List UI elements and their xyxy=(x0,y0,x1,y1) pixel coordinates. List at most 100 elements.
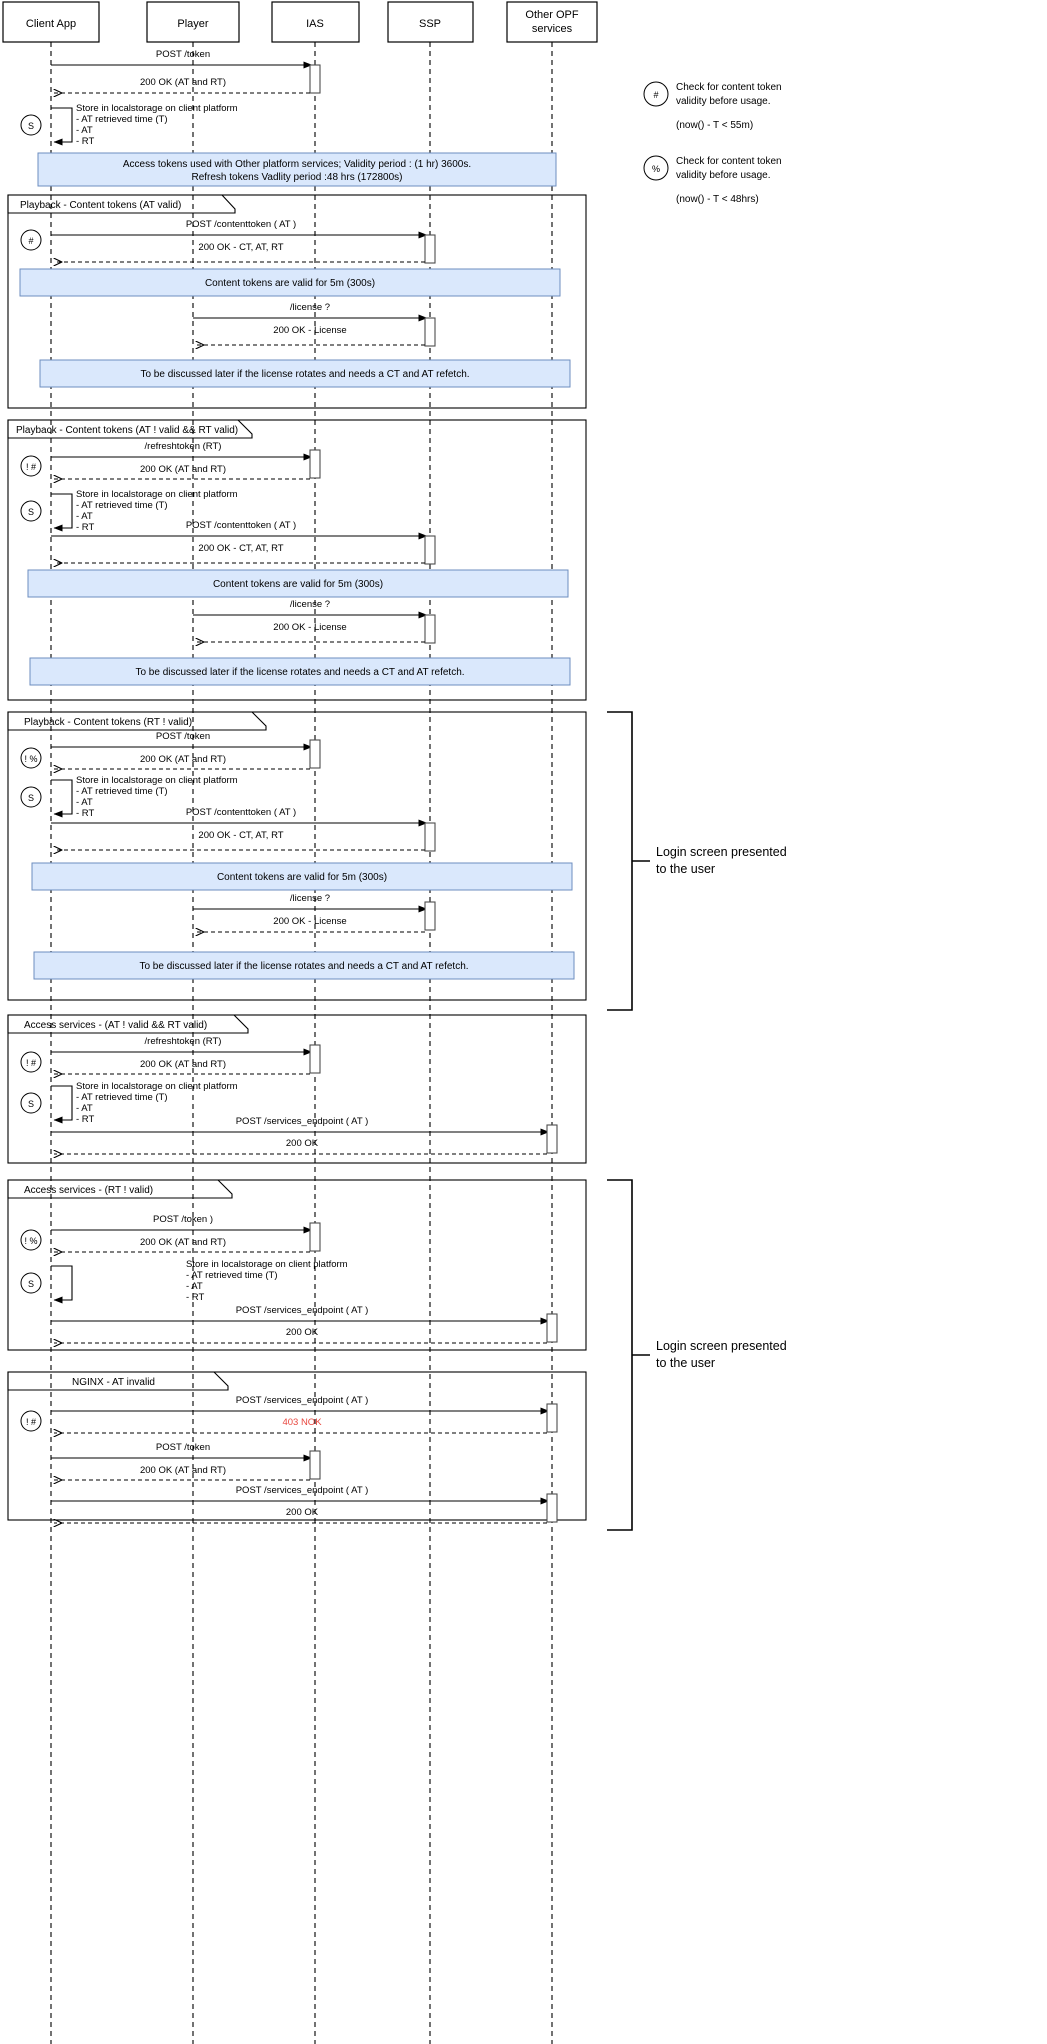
legend-item-percent: % Check for content token validity befor… xyxy=(643,155,782,205)
store-note-item-0: - AT retrieved time (T) xyxy=(76,114,168,125)
msg-label-ok-ct-at-rt: 200 OK - CT, AT, RT xyxy=(198,543,283,554)
frame-label-f1: Playback - Content tokens (AT valid) xyxy=(20,200,181,211)
actor-label-ssp: SSP xyxy=(419,18,441,30)
msg-label-ok-at-rt: 200 OK (AT and RT) xyxy=(140,464,226,475)
store-note-item-2: - RT xyxy=(76,136,94,147)
frame-playback-rt-invalid: Playback - Content tokens (RT ! valid) !… xyxy=(7,711,587,1001)
s-marker-icon: S xyxy=(28,1279,34,1289)
store-note-item-0: - AT retrieved time (T) xyxy=(76,786,168,797)
not-hash-marker-icon: ! # xyxy=(26,1058,36,1068)
frame-label-f2: Playback - Content tokens (AT ! valid &&… xyxy=(16,425,238,436)
actor-ias[interactable]: IAS xyxy=(271,1,360,43)
legend-item-hash: # Check for content token validity befor… xyxy=(643,81,782,131)
msg-label-license-req: /license ? xyxy=(290,599,330,610)
msg-label-license-req: /license ? xyxy=(290,893,330,904)
store-note-item-2: - RT xyxy=(76,522,94,533)
msg-label-ok-at-rt: 200 OK (AT and RT) xyxy=(140,754,226,765)
actor-label-opf-line1: Other OPF xyxy=(525,9,578,21)
msg-label-post-token-paren: POST /token ) xyxy=(153,1214,213,1225)
self-message-store-initial: S Store in localstorage on client platfo… xyxy=(20,103,238,147)
message-post-token-initial: POST /token 200 OK (AT and RT) xyxy=(51,49,321,93)
actor-label-player: Player xyxy=(177,18,209,30)
store-note-item-2: - RT xyxy=(76,1114,94,1125)
store-note-title: Store in localstorage on client platform xyxy=(76,103,238,114)
not-percent-marker-icon: ! % xyxy=(24,754,37,764)
frame-playback-at-invalid-rt-valid: Playback - Content tokens (AT ! valid &&… xyxy=(7,419,587,701)
msg-label-ok-200: 200 OK xyxy=(286,1138,319,1149)
hash-marker-icon: # xyxy=(28,236,33,246)
frame-nginx-at-invalid: NGINX - AT invalid ! # POST /services_en… xyxy=(7,1371,587,1523)
legend-hash-line2: validity before usage. xyxy=(676,96,771,107)
frame-label-f6: NGINX - AT invalid xyxy=(72,1377,155,1388)
annotation-1-line2: to the user xyxy=(656,862,715,876)
annotation-login-screen-1: Login screen presented to the user xyxy=(607,711,787,1011)
actor-label-ias: IAS xyxy=(306,18,324,30)
percent-marker-icon: % xyxy=(652,164,660,174)
msg-label-post-token: POST /token xyxy=(156,731,210,742)
s-marker-icon: S xyxy=(28,1099,34,1109)
frame-label-f5: Access services - (RT ! valid) xyxy=(24,1185,153,1196)
msg-label-ok-at-rt: 200 OK (AT and RT) xyxy=(140,77,226,88)
actor-label-client: Client App xyxy=(26,18,76,30)
store-note-item-1: - AT xyxy=(76,1103,93,1114)
msg-label-refreshtoken: /refreshtoken (RT) xyxy=(145,441,222,452)
annotation-1-line1: Login screen presented xyxy=(656,845,787,859)
note-content-token-valid: Content tokens are valid for 5m (300s) xyxy=(205,278,375,289)
actor-client-app[interactable]: Client App xyxy=(2,1,100,43)
msg-label-403-nok: 403 NOK xyxy=(282,1417,322,1428)
legend-pct-line1: Check for content token xyxy=(676,156,782,167)
store-note-item-1: - AT xyxy=(76,797,93,808)
actor-ssp[interactable]: SSP xyxy=(387,1,474,43)
msg-label-ok-at-rt: 200 OK (AT and RT) xyxy=(140,1465,226,1476)
annotation-login-screen-2: Login screen presented to the user xyxy=(607,1179,787,1531)
store-note-item-1: - AT xyxy=(76,125,93,136)
note-license-rotate: To be discussed later if the license rot… xyxy=(140,369,469,380)
global-note-line2: Refresh tokens Vadlity period :48 hrs (1… xyxy=(191,172,402,183)
note-content-token-valid: Content tokens are valid for 5m (300s) xyxy=(213,579,383,590)
s-marker-icon: S xyxy=(28,507,34,517)
frame-access-services-rt-invalid: Access services - (RT ! valid) ! % POST … xyxy=(7,1179,587,1351)
store-note-item-0: - AT retrieved time (T) xyxy=(76,500,168,511)
store-note-title: Store in localstorage on client platform xyxy=(76,775,238,786)
not-percent-marker-icon: ! % xyxy=(24,1236,37,1246)
store-note-title: Store in localstorage on client platform xyxy=(186,1259,348,1270)
msg-label-ok-license: 200 OK - License xyxy=(273,916,346,927)
frame-playback-at-valid: Playback - Content tokens (AT valid) # P… xyxy=(7,194,587,409)
lifelines xyxy=(50,42,553,2044)
msg-label-ok-ct-at-rt: 200 OK - CT, AT, RT xyxy=(198,830,283,841)
annotation-2-line1: Login screen presented xyxy=(656,1339,787,1353)
annotation-2-line2: to the user xyxy=(656,1356,715,1370)
store-note-item-2: - RT xyxy=(76,808,94,819)
store-note-item-1: - AT xyxy=(76,511,93,522)
store-note-item-0: - AT retrieved time (T) xyxy=(76,1092,168,1103)
note-content-token-valid: Content tokens are valid for 5m (300s) xyxy=(217,872,387,883)
msg-label-post-contenttoken: POST /contenttoken ( AT ) xyxy=(186,219,296,230)
msg-label-ok-at-rt: 200 OK (AT and RT) xyxy=(140,1237,226,1248)
msg-label-post-services: POST /services_endpoint ( AT ) xyxy=(236,1485,369,1496)
global-note-line1: Access tokens used with Other platform s… xyxy=(123,159,471,170)
store-note-title: Store in localstorage on client platform xyxy=(76,489,238,500)
msg-label-refreshtoken: /refreshtoken (RT) xyxy=(145,1036,222,1047)
legend-pct-formula: (now() - T < 48hrs) xyxy=(676,194,759,205)
actor-other-opf-services[interactable]: Other OPF services xyxy=(506,1,598,43)
msg-label-ok-ct-at-rt: 200 OK - CT, AT, RT xyxy=(198,242,283,253)
note-license-rotate: To be discussed later if the license rot… xyxy=(135,667,464,678)
legend-hash-formula: (now() - T < 55m) xyxy=(676,120,753,131)
msg-label-post-token: POST /token xyxy=(156,1442,210,1453)
store-note-item-1: - AT xyxy=(186,1281,203,1292)
actor-player[interactable]: Player xyxy=(146,1,240,43)
store-note-item-2: - RT xyxy=(186,1292,204,1303)
msg-label-post-services: POST /services_endpoint ( AT ) xyxy=(236,1305,369,1316)
frame-label-f3: Playback - Content tokens (RT ! valid) xyxy=(24,717,192,728)
msg-label-post-services: POST /services_endpoint ( AT ) xyxy=(236,1395,369,1406)
note-license-rotate: To be discussed later if the license rot… xyxy=(139,961,468,972)
frame-label-f4: Access services - (AT ! valid && RT vali… xyxy=(24,1020,207,1031)
frame-access-services-at-invalid: Access services - (AT ! valid && RT vali… xyxy=(7,1014,587,1164)
not-hash-marker-icon: ! # xyxy=(26,1417,36,1427)
msg-label-ok-200: 200 OK xyxy=(286,1327,319,1338)
msg-label-license-req: /license ? xyxy=(290,302,330,313)
hash-marker-icon: # xyxy=(653,90,658,100)
store-note-item-0: - AT retrieved time (T) xyxy=(186,1270,278,1281)
actor-label-opf-line2: services xyxy=(532,23,573,35)
